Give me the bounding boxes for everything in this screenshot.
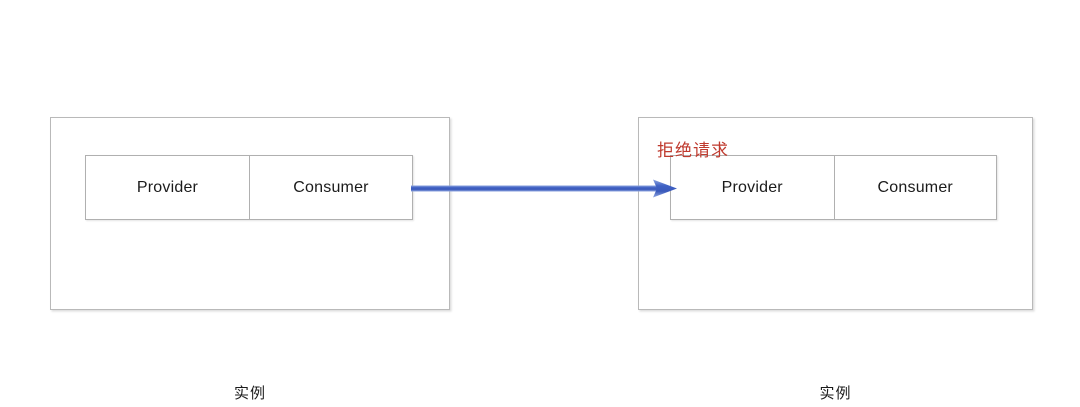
reject-request-annotation: 拒绝请求 xyxy=(657,141,729,160)
consumer-cell-right: Consumer xyxy=(833,156,997,219)
node-strip-left: Provider Consumer xyxy=(85,155,413,220)
provider-cell-left: Provider xyxy=(136,178,199,196)
provider-cell-right: Provider xyxy=(721,178,783,196)
consumer-cell-left: Consumer xyxy=(249,156,412,219)
arrow-shaft xyxy=(411,185,659,192)
node-strip-right: Provider Consumer xyxy=(670,155,997,220)
connector-arrow xyxy=(411,179,677,198)
arrow-head xyxy=(653,179,677,198)
instance-caption-right: 实例 xyxy=(819,385,852,402)
instance-caption-left: 实例 xyxy=(233,385,266,402)
